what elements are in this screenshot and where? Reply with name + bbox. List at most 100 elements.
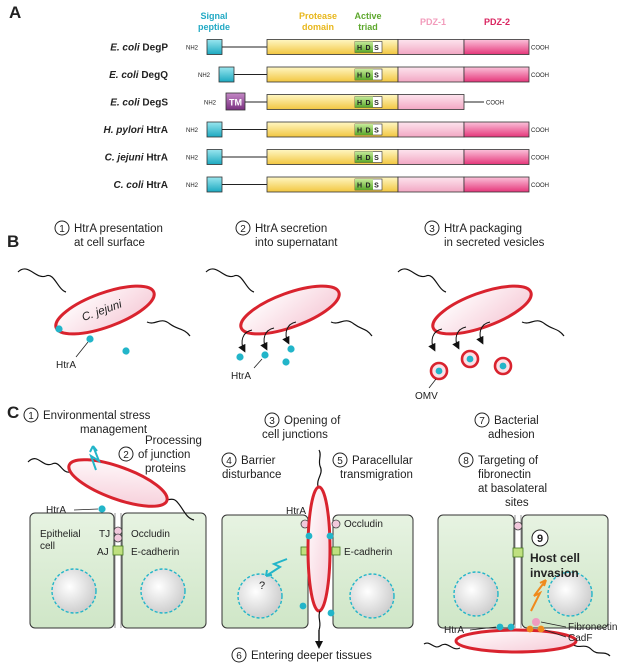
step-c8-heading: 8 Targeting of fibronectin at basolatera… [458,452,547,509]
stress-lightning [89,445,102,471]
n-terminus-label: NH2 [186,183,199,189]
htra-label: HtrA [444,625,464,636]
nucleus [349,573,395,619]
protein-label: E. coli DegS [110,98,168,109]
nucleus [51,568,97,614]
c-terminus-label: COOH [531,183,549,189]
signal-peptide-domain [206,39,223,55]
omv-label: OMV [415,391,438,402]
leader-line [73,508,99,511]
n-terminus-label: NH2 [186,128,199,134]
htra-dot [55,325,63,333]
step-number-circle [221,452,237,468]
step-b2-line1: HtrA secretion [255,223,327,235]
species-name: E. coli [109,70,139,81]
step-c1-line2: management [80,424,148,436]
step-number: 3 [429,224,435,235]
c-terminus-label: COOH [531,73,549,79]
n-terminus-label: NH2 [186,46,199,52]
step-b1-line2: at cell surface [74,237,145,249]
step-number-circle [424,220,440,236]
header-pdz2: PDZ-2 [484,17,510,27]
secretion-arrow [260,327,275,351]
step-number: 8 [463,456,469,467]
occludin-label: Occludin [131,529,170,540]
flagellum [330,320,373,337]
ecadherin-label: E-cadherin [131,547,179,558]
step-c4-heading: 4 Barrier disturbance [221,452,281,481]
step-number: 4 [226,456,232,467]
htra-label: HtrA [231,371,251,382]
nucleus [140,568,186,614]
species-name: C. jejuni [105,153,144,164]
step-b2-heading: 2 HtrA secretion into supernatant [235,220,338,249]
active-triad-fill [355,96,373,108]
step-number-circle [54,220,70,236]
bacterium-vesicles: OMV [397,268,565,402]
active-triad-fill [355,124,373,135]
c-terminus-label: COOH [486,101,504,107]
leader-line [75,341,89,358]
leader-line [428,378,437,389]
triad-residue: D [365,100,370,107]
step-c1-line1: Environmental stress [43,410,151,422]
header-signal-line2: peptide [198,22,230,32]
step-number-circle [23,407,39,423]
step-number: 9 [537,533,543,545]
step-number: 7 [479,416,485,427]
header-signal-line1: Signal [200,11,227,21]
cadf-dot [526,625,534,633]
protein-name: DegQ [139,70,169,81]
signal-peptide-domain [206,149,223,165]
flagellum [571,643,611,657]
fibronectin-dot [532,618,540,626]
pdz2-domain [463,66,530,83]
signal-peptide-domain [206,121,223,138]
signal-peptide-domain [206,176,223,193]
panel-c-label: C [7,403,19,422]
htra-dot [435,367,443,375]
adherens-junction-ecadherin [331,546,341,556]
step-c3-line2: cell junctions [262,429,328,441]
pdz1-domain [397,176,465,193]
triad-residue: H [357,73,362,80]
step-number: 1 [28,411,34,422]
triad-residue: D [365,128,370,135]
step-b2-line2: into supernatant [255,237,338,249]
step-c8-line4: sites [505,497,529,509]
protein-name: DegP [140,43,169,54]
question-mark: ? [259,580,265,592]
occludin-label: Occludin [344,519,383,530]
protein-label: H. pylori HtrA [104,125,168,136]
cadf-dot [537,625,545,633]
species-name: C. coli [114,180,144,191]
step-number-circle [118,446,134,462]
bacterium-surface-htra: C. jejuni HtrA [17,268,191,371]
header-protease-line2: domain [302,22,334,32]
aj-label: AJ [97,547,109,558]
signal-peptide-domain [218,66,235,83]
tight-junction-occludin [513,521,523,531]
active-triad-fill [355,69,373,80]
ecadherin-label: E-cadherin [344,547,392,558]
species-name: E. coli [110,98,140,109]
tight-junction-occludin [113,533,123,543]
nucleus [453,571,499,617]
step-c5-line2: transmigration [340,469,413,481]
triad-residue: D [365,73,370,80]
step-c7-line1: Bacterial [494,415,539,427]
panel-a-label: A [9,3,21,22]
header-protease-line1: Protease [299,11,337,21]
triad-residue: S [374,155,379,162]
adherens-junction-ecadherin [512,547,524,558]
n-terminus-label: NH2 [204,101,217,107]
active-triad-fill [355,179,373,190]
flagellum [397,268,447,293]
step-c4-line2: disturbance [222,469,281,481]
bacterium-body [306,485,332,613]
n-terminus-label: NH2 [198,73,211,79]
step-number: 6 [236,651,242,662]
htra-dot [86,335,94,343]
